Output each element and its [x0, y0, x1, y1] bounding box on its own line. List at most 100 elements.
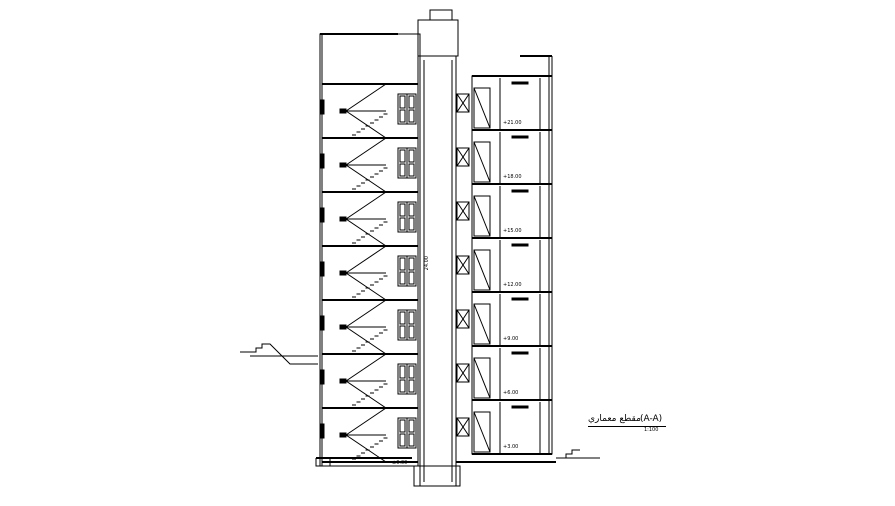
landing-mark — [339, 162, 347, 168]
elevator-door — [456, 255, 470, 275]
stair-flight — [344, 272, 387, 301]
stair-flight — [345, 407, 387, 436]
elevation-tag: +18.00 — [503, 174, 522, 180]
elevator-door-cross — [456, 309, 470, 329]
stair-flight — [345, 137, 387, 166]
door-panel — [408, 149, 415, 163]
facade-window — [319, 99, 325, 115]
room-door — [473, 141, 491, 183]
elevation-tag: +3.00 — [503, 444, 518, 450]
stair-flight — [344, 326, 387, 355]
section-mark: (A-A) — [640, 414, 663, 424]
room-door — [473, 411, 491, 453]
elevator-door — [456, 93, 470, 113]
stair-flight — [344, 218, 387, 247]
elevator-shaft — [419, 55, 457, 487]
door-panel — [399, 203, 406, 217]
stair-flight — [345, 83, 387, 112]
stair-flight — [344, 380, 387, 409]
landing-mark — [339, 270, 347, 276]
room-door-swing — [473, 141, 491, 183]
elevator-door-cross — [456, 363, 470, 383]
elevation-tag: +15.00 — [503, 228, 522, 234]
door-panel — [408, 325, 415, 339]
door-panel — [408, 379, 415, 393]
lintel — [511, 351, 529, 355]
facade-window — [319, 369, 325, 385]
door-panel — [408, 271, 415, 285]
landing-mark — [339, 108, 347, 114]
elevator-door-cross — [456, 255, 470, 275]
room-door — [473, 303, 491, 345]
stair-flight — [344, 110, 387, 139]
elevation-tag: +21.00 — [503, 120, 522, 126]
title-underline — [588, 426, 666, 427]
elevator-door — [456, 309, 470, 329]
lintel — [511, 189, 529, 193]
ground-level-tag: ±0.00 — [392, 460, 408, 466]
door-panel — [408, 433, 415, 447]
door-panel — [399, 325, 406, 339]
stair-flight — [345, 353, 387, 382]
door-panel — [408, 365, 415, 379]
lintel — [511, 81, 529, 85]
lintel — [511, 243, 529, 247]
door-panel — [399, 419, 406, 433]
room-door-swing — [473, 303, 491, 345]
door-panel — [408, 217, 415, 231]
facade-window — [319, 207, 325, 223]
room-door-swing — [473, 357, 491, 399]
door-panel — [399, 311, 406, 325]
door-panel — [408, 95, 415, 109]
elevation-tag: +6.00 — [503, 390, 518, 396]
door-panel — [399, 95, 406, 109]
facade-window — [319, 153, 325, 169]
elevator-machine-room — [417, 19, 459, 57]
door-panel — [399, 109, 406, 123]
door-panel — [408, 311, 415, 325]
section-title-block: مقطع معماري (A-A) 1:100 — [588, 414, 668, 436]
entrance-steps — [240, 343, 318, 365]
door-panel — [399, 149, 406, 163]
facade-window — [319, 315, 325, 331]
door-panel — [408, 257, 415, 271]
section-scale: 1:100 — [644, 427, 659, 433]
facade-window — [319, 261, 325, 277]
door-panel — [408, 163, 415, 177]
room-door-swing — [473, 87, 491, 129]
room-door-swing — [473, 249, 491, 291]
stair-flight — [345, 299, 387, 328]
door-panel — [408, 109, 415, 123]
elevation-tag: +9.00 — [503, 336, 518, 342]
door-panel — [399, 365, 406, 379]
section-title: مقطع معماري — [588, 414, 641, 424]
stair-flight — [345, 245, 387, 274]
landing-mark — [339, 432, 347, 438]
room-door — [473, 195, 491, 237]
door-panel — [399, 257, 406, 271]
elevator-door-cross — [456, 147, 470, 167]
landing-mark — [339, 216, 347, 222]
lintel — [511, 135, 529, 139]
door-panel — [399, 163, 406, 177]
door-panel — [399, 271, 406, 285]
room-door-swing — [473, 195, 491, 237]
room-door — [473, 87, 491, 129]
stair-flight — [344, 164, 387, 193]
elevator-door — [456, 147, 470, 167]
elevator-door — [456, 417, 470, 437]
facade-window — [319, 423, 325, 439]
door-panel — [408, 203, 415, 217]
door-panel — [399, 379, 406, 393]
room-door — [473, 357, 491, 399]
door-panel — [399, 433, 406, 447]
elevation-tag: +12.00 — [503, 282, 522, 288]
elevator-door — [456, 363, 470, 383]
stair-flight — [345, 191, 387, 220]
room-door-swing — [473, 411, 491, 453]
landing-mark — [339, 324, 347, 330]
door-panel — [408, 419, 415, 433]
elevator-door — [456, 201, 470, 221]
